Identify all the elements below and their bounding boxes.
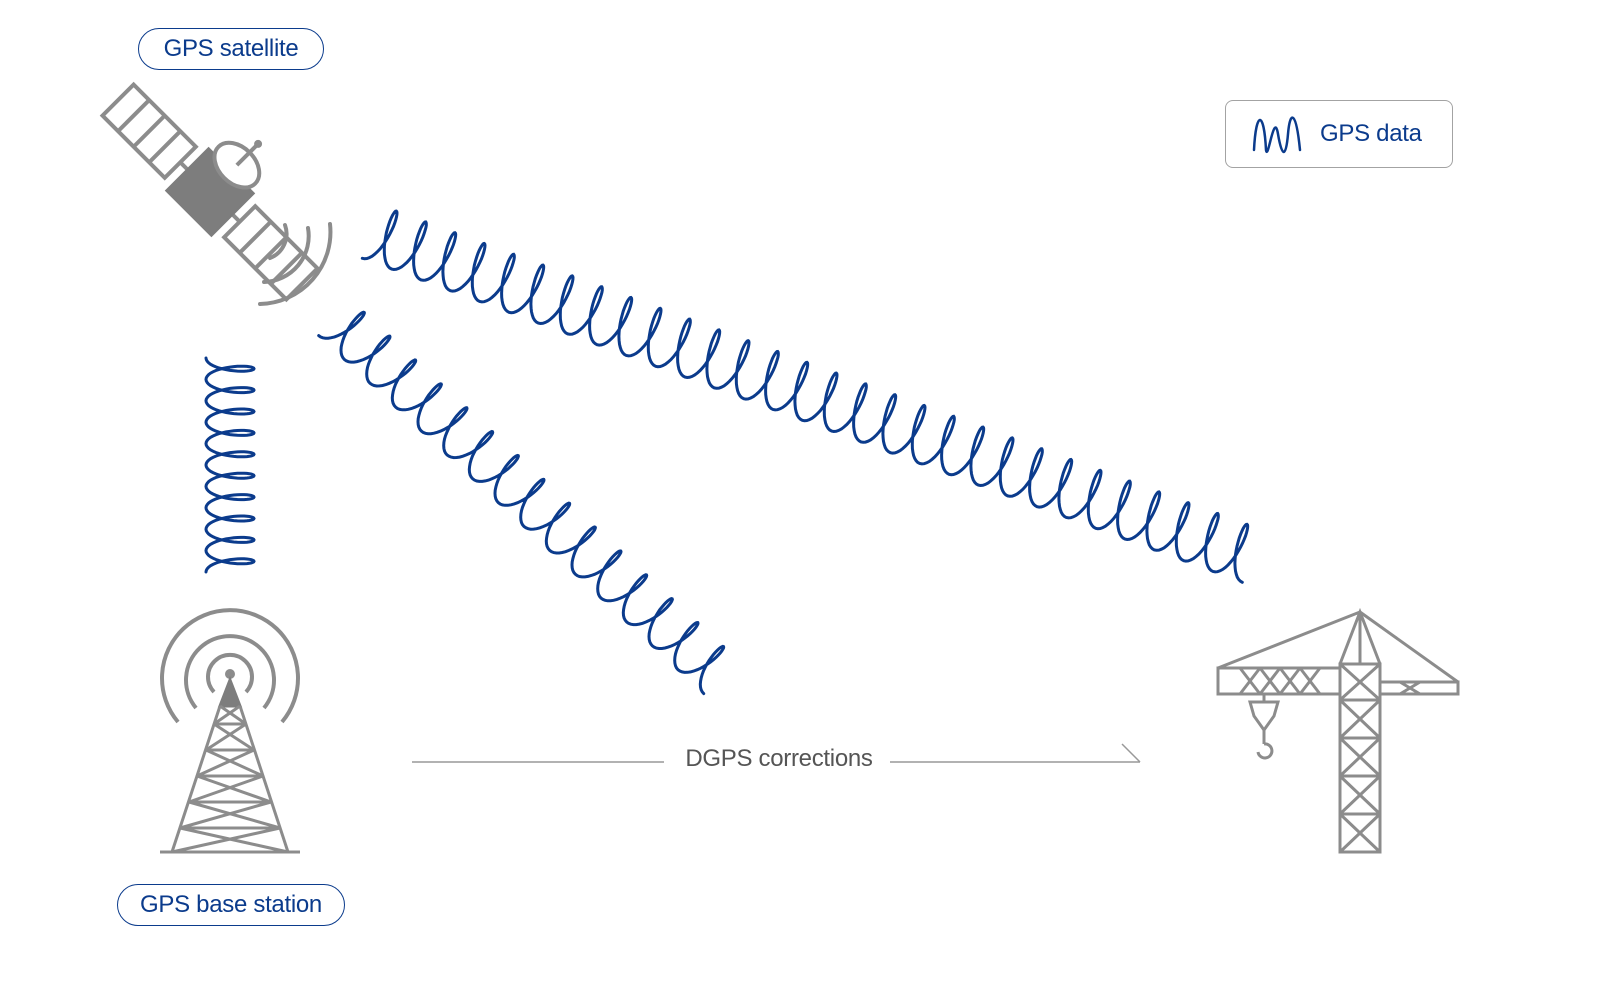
gps-signal-to-base-station bbox=[204, 356, 256, 574]
legend: GPS data bbox=[1225, 100, 1453, 168]
base-station-label-text: GPS base station bbox=[140, 891, 322, 918]
radio-tower-icon bbox=[160, 608, 300, 854]
dgps-corrections-arrow bbox=[412, 743, 1141, 763]
wave-icon bbox=[1252, 116, 1302, 154]
satellite-icon bbox=[99, 81, 321, 303]
base-station-label: GPS base station bbox=[117, 884, 345, 926]
satellite-label: GPS satellite bbox=[138, 28, 324, 70]
gps-signals bbox=[204, 209, 1250, 696]
gps-signal-to-crane bbox=[360, 209, 1250, 584]
satellite-signal-arcs bbox=[258, 222, 333, 306]
legend-label: GPS data bbox=[1320, 120, 1422, 147]
crane-icon bbox=[1216, 607, 1460, 854]
dgps-corrections-label: DGPS corrections bbox=[670, 745, 888, 773]
gps-signal-diagonal bbox=[317, 310, 726, 696]
satellite-label-text: GPS satellite bbox=[163, 35, 299, 62]
